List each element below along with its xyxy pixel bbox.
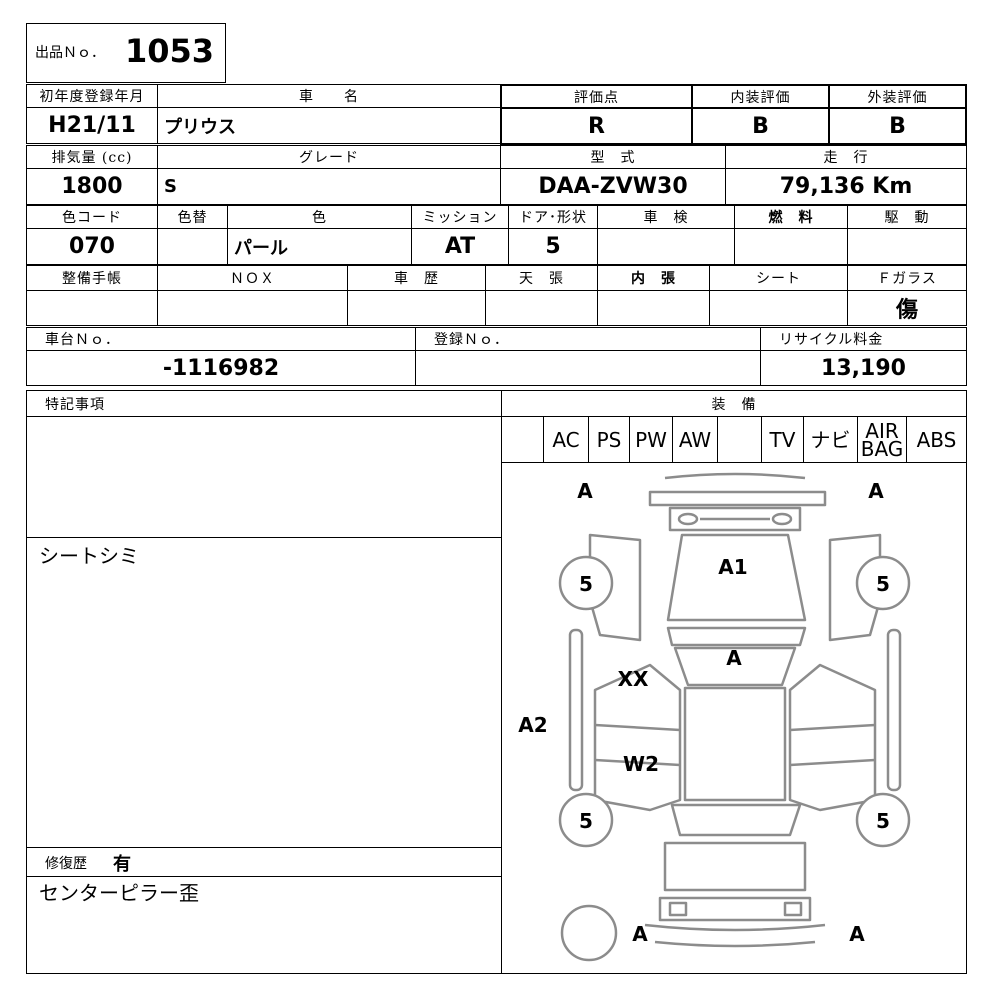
maintenance-book-label: 整備手帳 [26, 265, 158, 291]
fuel-label: 燃 料 [734, 205, 848, 229]
equipment-ps: PS [588, 416, 630, 463]
lot-number-value: 1053 [125, 32, 215, 70]
equipment-tv: TV [761, 416, 804, 463]
equipment-blank-1 [501, 416, 544, 463]
color-change-label: 色替 [157, 205, 228, 229]
recycle-fee-label: リサイクル料金 [760, 327, 967, 351]
chassis-number-value: -1116982 [26, 350, 416, 386]
interior-grade-value: B [691, 107, 830, 145]
car-name-value: プリウス [157, 107, 501, 144]
color-value: パール [227, 228, 412, 265]
exterior-grade-value: B [828, 107, 967, 145]
ceiling-value [485, 290, 598, 326]
exterior-grade-label: 外装評価 [828, 84, 967, 109]
front-glass-value: 傷 [847, 290, 967, 326]
mark-left-side: A2 [518, 713, 548, 737]
color-code-value: 070 [26, 228, 158, 265]
score-value: R [500, 107, 693, 145]
lot-number-box: 出品Ｎｏ． 1053 [26, 23, 226, 83]
tire-front-right: 5 [876, 572, 890, 596]
equipment-navi: ナビ [803, 416, 858, 463]
equipment-ac: AC [543, 416, 589, 463]
drive-value [847, 228, 967, 265]
equipment-airbag: AIR BAG [857, 416, 907, 463]
drive-label: 駆 動 [847, 205, 967, 229]
score-label: 評価点 [500, 84, 693, 109]
registration-number-value [415, 350, 761, 386]
chassis-number-label: 車台Ｎｏ． [26, 327, 416, 351]
grade-value: S [157, 168, 501, 205]
fuel-value [734, 228, 848, 265]
seat-value [709, 290, 848, 326]
nox-label: ＮＯＸ [157, 265, 348, 291]
model-value: DAA-ZVW30 [500, 168, 726, 205]
repair-history-value: 有 [113, 854, 131, 875]
tire-rear-left: 5 [579, 809, 593, 833]
mark-windshield: A1 [718, 555, 748, 579]
door-shape-label: ドア･形状 [508, 205, 598, 229]
interior-trim-value [597, 290, 710, 326]
nox-value [157, 290, 348, 326]
inspection-value [597, 228, 735, 265]
mark-roof: A [726, 646, 742, 670]
repair-area: センターピラー歪 [26, 876, 502, 974]
equipment-label: 装 備 [501, 390, 967, 417]
repair-history-row: 修復歴 有 [26, 847, 502, 877]
registration-number-label: 登録Ｎｏ． [415, 327, 761, 351]
history-label: 車 歴 [347, 265, 486, 291]
vehicle-diagram-area [501, 462, 967, 974]
repair-text: センターピラー歪 [39, 881, 199, 905]
door-shape-value: 5 [508, 228, 598, 265]
car-name-label: 車 名 [157, 84, 501, 108]
mark-front-right-corner: A [868, 479, 884, 503]
mark-rear-right-corner: A [849, 922, 865, 946]
history-value [347, 290, 486, 326]
seat-label: シート [709, 265, 848, 291]
equipment-pw: PW [629, 416, 673, 463]
notes-area: シートシミ [26, 537, 502, 848]
mark-left-front-door: XX [617, 667, 649, 691]
inspection-label: 車 検 [597, 205, 735, 229]
model-label: 型 式 [500, 145, 726, 169]
displacement-value: 1800 [26, 168, 158, 205]
mark-rear-left-corner: A [632, 922, 648, 946]
equipment-abs: ABS [906, 416, 967, 463]
displacement-label: 排気量 (cc) [26, 145, 158, 169]
color-change-value [157, 228, 228, 265]
interior-trim-label: 内 張 [597, 265, 710, 291]
mileage-label: 走 行 [725, 145, 967, 169]
mark-left-rear-door: W2 [623, 752, 659, 776]
mission-value: AT [411, 228, 509, 265]
front-glass-label: Ｆガラス [847, 265, 967, 291]
color-code-label: 色コード [26, 205, 158, 229]
lot-number-label: 出品Ｎｏ． [35, 45, 105, 61]
grade-label: グレード [157, 145, 501, 169]
tire-rear-right: 5 [876, 809, 890, 833]
notes-text: シートシミ [39, 544, 139, 568]
mark-front-left-corner: A [577, 479, 593, 503]
interior-grade-label: 内装評価 [691, 84, 830, 109]
repair-history-label: 修復歴 [45, 856, 87, 872]
first-registration-label: 初年度登録年月 [26, 84, 158, 108]
mileage-value: 79,136 Km [725, 168, 967, 205]
first-registration-value: H21/11 [26, 107, 158, 144]
notes-area-top [26, 416, 502, 538]
ceiling-label: 天 張 [485, 265, 598, 291]
color-label: 色 [227, 205, 412, 229]
recycle-fee-value: 13,190 [760, 350, 967, 386]
equipment-aw: AW [672, 416, 718, 463]
maintenance-book-value [26, 290, 158, 326]
notes-label: 特記事項 [26, 390, 502, 417]
mission-label: ミッション [411, 205, 509, 229]
equipment-blank-2 [717, 416, 762, 463]
tire-front-left: 5 [579, 572, 593, 596]
